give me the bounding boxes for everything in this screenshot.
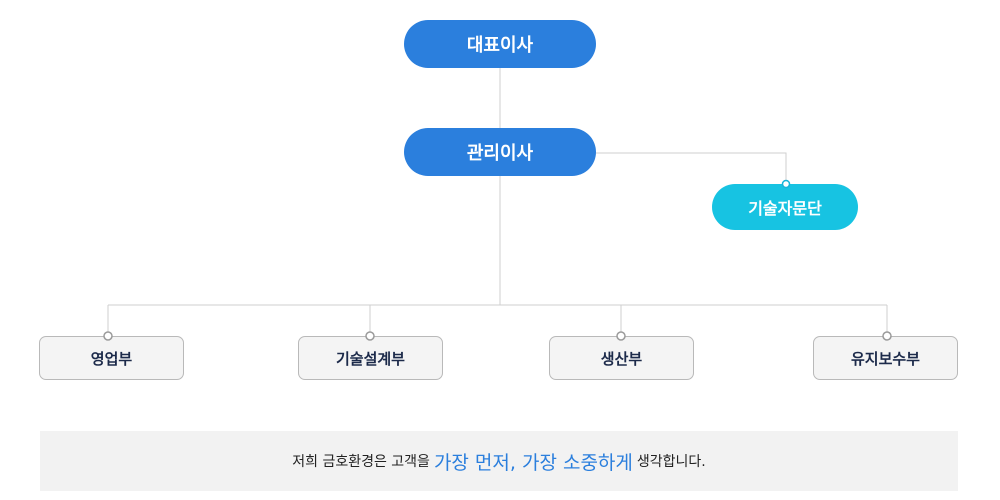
connector-director-advisory — [596, 152, 787, 184]
slogan-highlight: 가장 먼저, 가장 소중하게 — [433, 451, 633, 474]
department-node-production: 생산부 — [549, 336, 694, 380]
department-node-maintenance: 유지보수부 — [813, 336, 958, 380]
department-node-sales: 영업부 — [39, 336, 184, 380]
director-node: 관리이사 — [404, 128, 596, 176]
advisory-node: 기술자문단 — [712, 184, 858, 230]
slogan-bar: 저희 금호환경은 고객을 가장 먼저, 가장 소중하게 생각합니다. — [40, 431, 958, 491]
department-node-design: 기술설계부 — [298, 336, 443, 380]
slogan-text-after: 생각합니다. — [636, 454, 706, 470]
ceo-node: 대표이사 — [404, 20, 596, 68]
slogan-text-before: 저희 금호환경은 고객을 — [292, 454, 430, 470]
